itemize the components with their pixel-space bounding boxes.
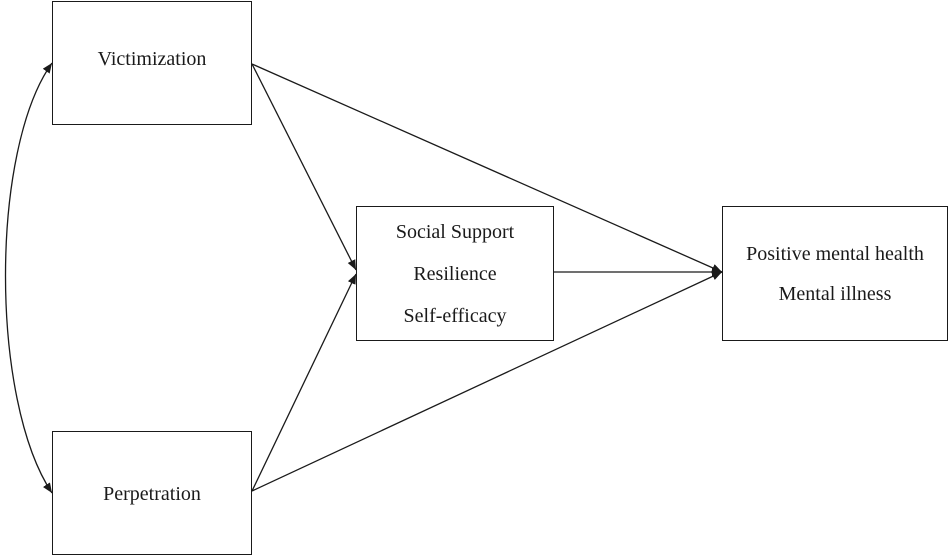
mediator-resilience-label: Resilience	[413, 262, 497, 285]
victimization-box: Victimization	[52, 1, 252, 125]
perpetration-box: Perpetration	[52, 431, 252, 555]
arrow-victimization-to-mediators	[251, 63, 357, 271]
arrow-perpetration-to-mediators	[251, 273, 357, 492]
outcome-mental-illness-label: Mental illness	[778, 282, 892, 305]
perpetration-label: Perpetration	[103, 483, 201, 505]
arrow-perpetration-to-outcomes	[251, 271, 723, 492]
mediator-self-efficacy-label: Self-efficacy	[403, 304, 507, 327]
arrow-victimization-to-outcomes	[251, 63, 723, 273]
outcomes-box: Positive mental health Mental illness	[722, 206, 948, 341]
mediator-social-support-label: Social Support	[395, 220, 515, 243]
victimization-label: Victimization	[97, 48, 207, 70]
mediators-box: Social Support Resilience Self-efficacy	[356, 206, 554, 341]
outcome-positive-mental-health-label: Positive mental health	[746, 242, 924, 265]
correlation-arrow-victimization-perpetration	[4, 62, 53, 494]
